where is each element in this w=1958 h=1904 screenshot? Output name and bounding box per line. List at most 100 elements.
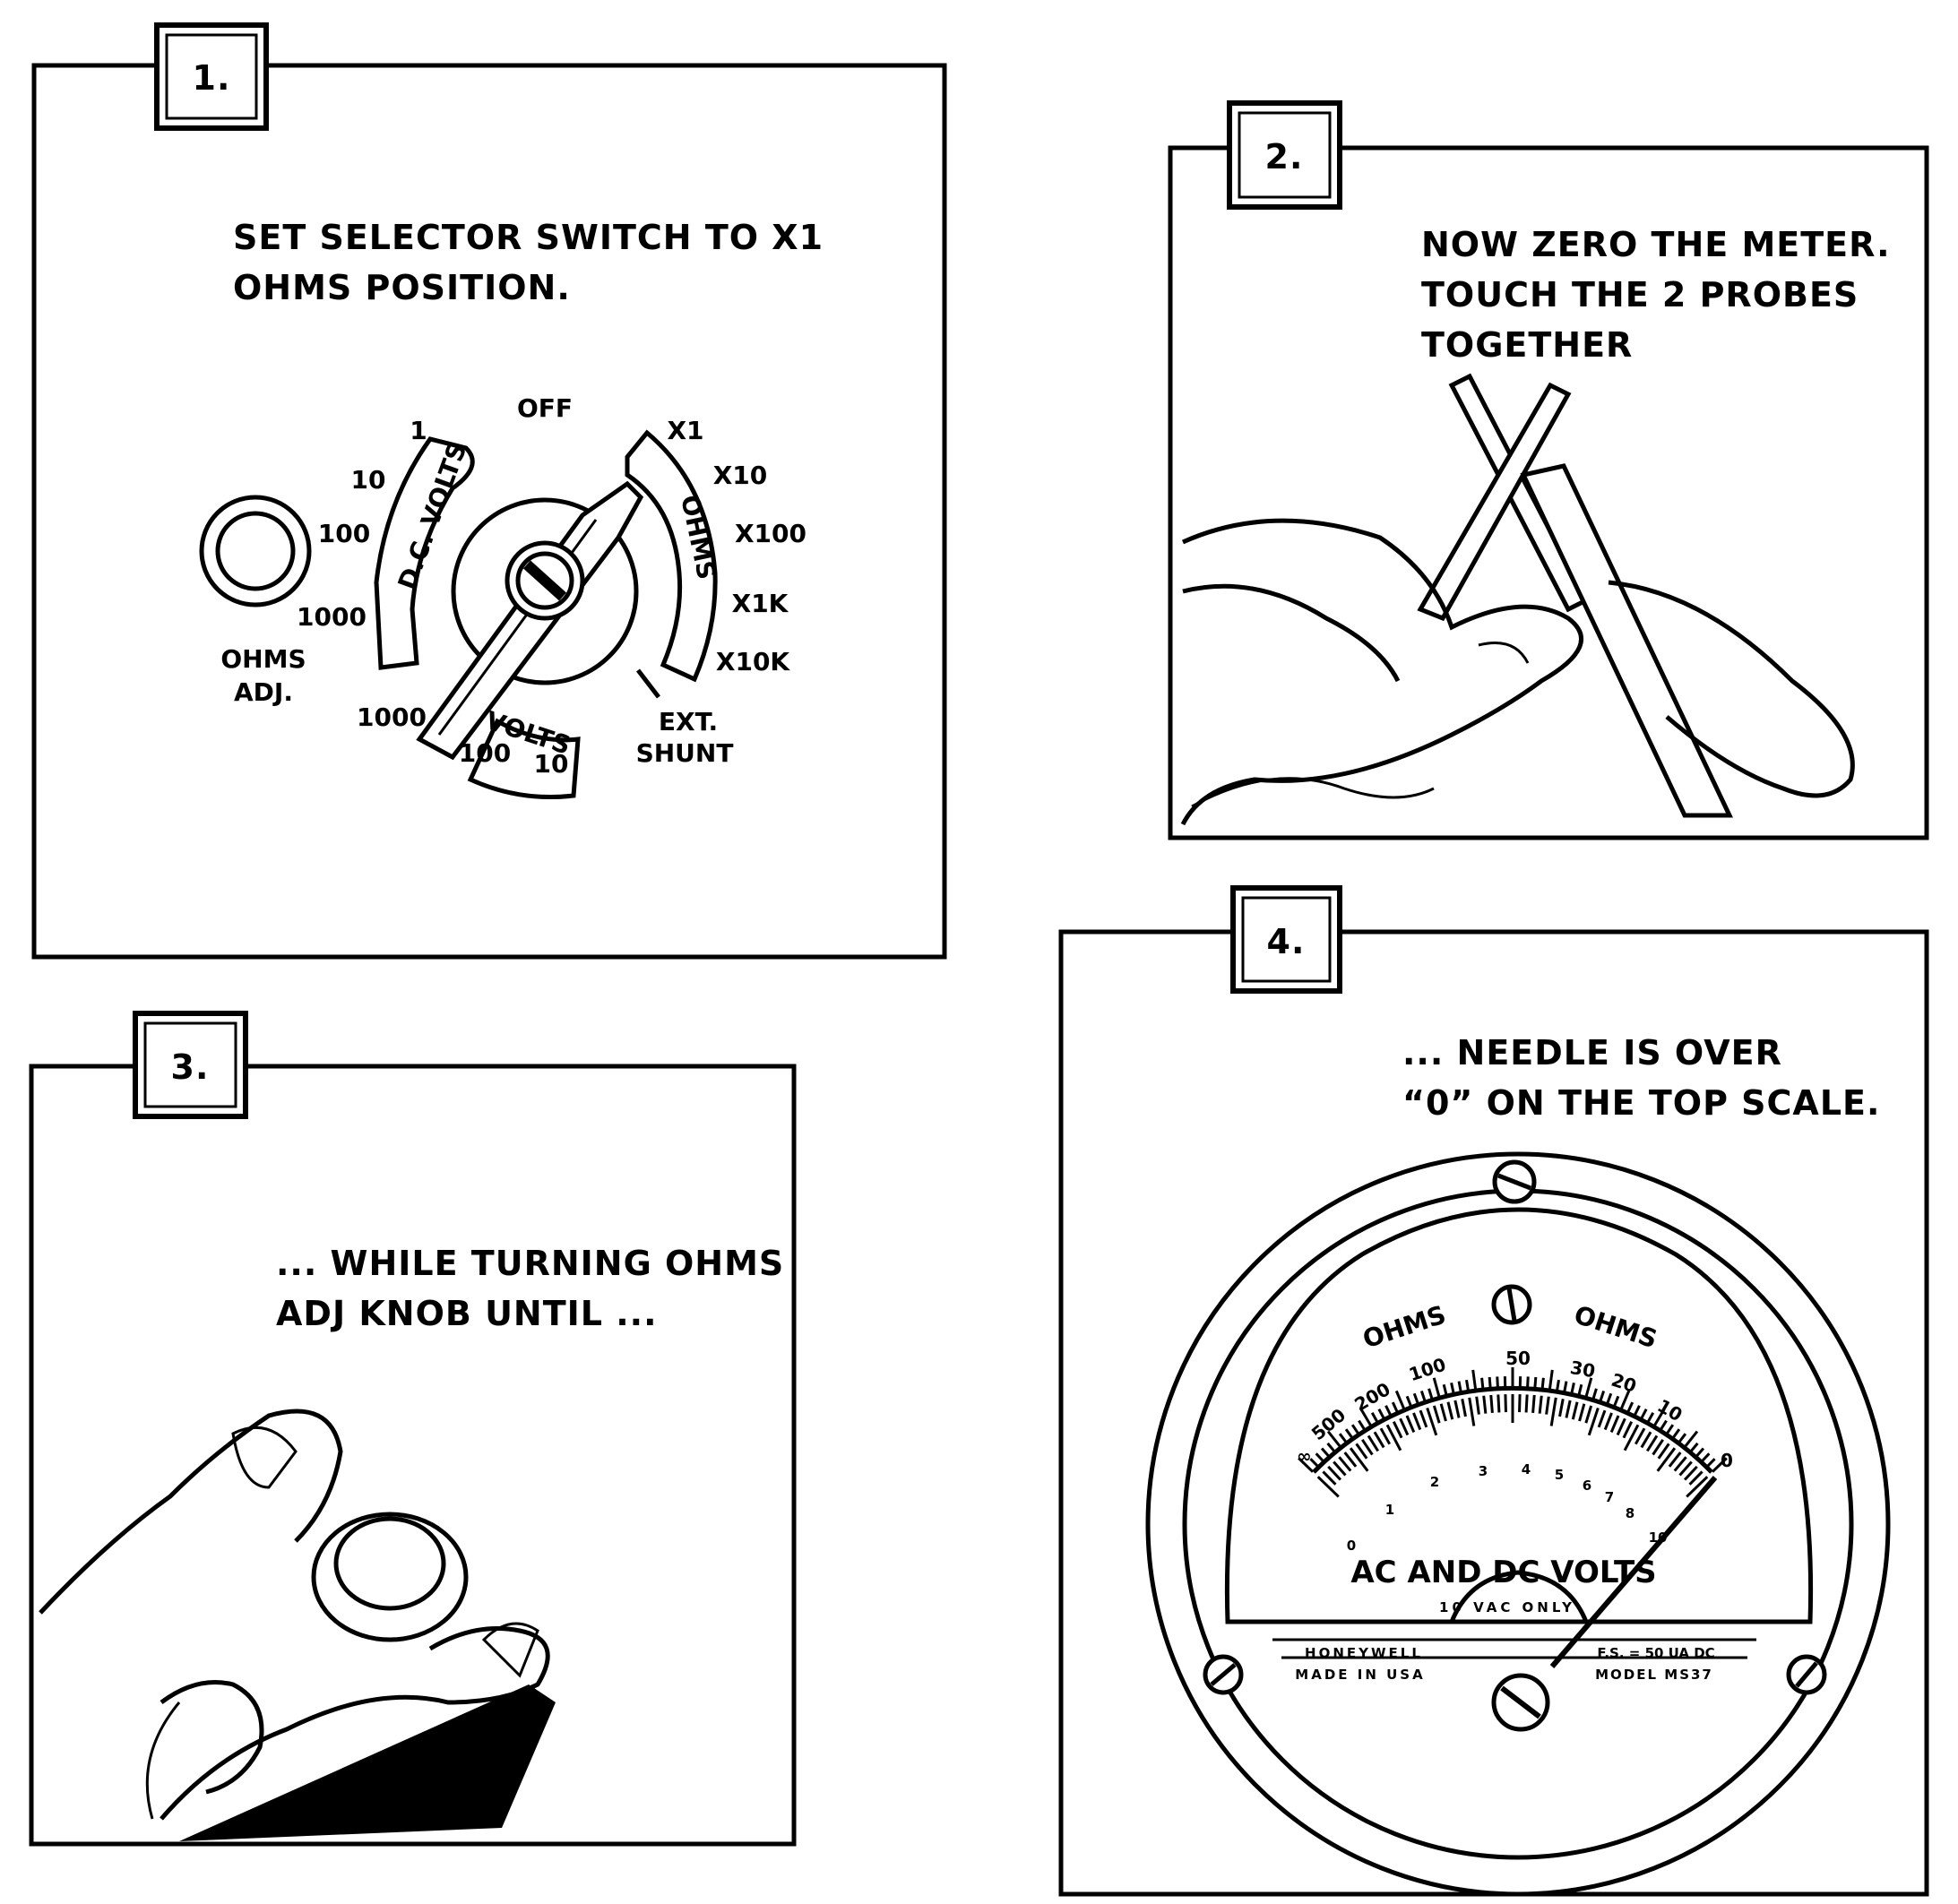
ohms-band-label: OHMS (675, 493, 721, 582)
volts-tick-0: 0 (1347, 1538, 1356, 1554)
volts-tick-mark (1678, 1460, 1693, 1477)
ohms-tick-mark (1671, 1428, 1681, 1439)
panel-1-frame (31, 63, 947, 960)
panel-4-text-line-2: “0” ON THE TOP SCALE. (1402, 1083, 1880, 1123)
step-number-4: 4. (1267, 922, 1306, 961)
volts-tick-mark (1379, 1427, 1392, 1445)
ohms-adj-knob (199, 495, 312, 607)
ohms-band (625, 429, 718, 683)
ohms-tick-mark (1488, 1376, 1492, 1389)
panel-2-text-line-1: NOW ZERO THE METER. (1421, 225, 1891, 264)
screw-icon (1786, 1654, 1827, 1695)
ohms-tick-mark (1619, 1390, 1631, 1410)
panel-3-frame (29, 1064, 797, 1847)
step-number-2: 2. (1265, 137, 1304, 177)
meter-origin: MADE IN USA (1295, 1667, 1425, 1683)
ohms-tick-mark (1480, 1377, 1485, 1389)
panel-3-text-line-1: ... WHILE TURNING OHMS (276, 1244, 784, 1283)
probe-right (1417, 382, 1572, 622)
volts-tick-mark (1361, 1439, 1374, 1456)
ohms-tick-mark (1350, 1424, 1360, 1435)
volts-tick-mark (1489, 1394, 1494, 1414)
meter-title: AC AND DC VOLTS (1350, 1555, 1656, 1590)
ohms-tick-mark (1613, 1395, 1620, 1408)
ohms-tick-mark (1548, 1369, 1554, 1390)
selector-knob (451, 497, 639, 685)
volts-tick-mark (1482, 1395, 1488, 1414)
volts-tick-3: 3 (1479, 1463, 1488, 1479)
volts-tick-mark (1673, 1456, 1687, 1472)
ohms-tick-mark (1412, 1392, 1419, 1405)
volts-tick-mark (1686, 1476, 1709, 1498)
hands-touching-probes-illustration (1180, 373, 1855, 826)
panel-1-text-line-1: SET SELECTOR SWITCH TO X1 (233, 218, 824, 257)
step-tab-2 (1227, 100, 1342, 210)
volts-tick-mark (1432, 1405, 1441, 1424)
ac-range-10: 10 (534, 749, 569, 779)
volts-tick-mark (1597, 1409, 1607, 1428)
ohms-tick-mark (1377, 1408, 1385, 1419)
ohms-tick-mark (1706, 1458, 1716, 1468)
ohms-tick-mark (1591, 1388, 1598, 1400)
ohms-tick-infinity: ∞ (1297, 1445, 1312, 1467)
panel-4-text-line-1: ... NEEDLE IS OVER (1402, 1033, 1782, 1073)
ohms-tick-mark (1584, 1377, 1593, 1398)
meter-scale-arc (1312, 1385, 1713, 1474)
ohms-tick-mark (1540, 1377, 1545, 1389)
ohms-tick-mark (1315, 1452, 1324, 1463)
ac-range-100: 100 (459, 738, 511, 768)
ohms-tick-mark (1689, 1442, 1699, 1453)
ohms-adj-label-line-2: ADJ. (234, 677, 293, 707)
needle-pivot (1449, 1570, 1589, 1623)
panel-1: 1. SET SELECTOR SWITCH TO X1 OHMS POSITI… (31, 22, 947, 960)
ohms-adj-knob-closeup (311, 1512, 469, 1642)
volts-tick-mark (1524, 1394, 1529, 1413)
meter-maker: HONEYWELL (1305, 1645, 1423, 1661)
meter-needle (1549, 1476, 1718, 1668)
ohms-tick-mark (1309, 1458, 1319, 1468)
ohms-tick-mark (1640, 1408, 1648, 1419)
volts-tick-mark (1668, 1452, 1682, 1468)
zero-adjust-screw-icon[interactable] (1491, 1284, 1532, 1325)
dc-range-1: 1 (410, 416, 427, 445)
ohms-tick-mark (1384, 1405, 1393, 1417)
volts-tick-mark (1316, 1476, 1340, 1498)
ohms-tick-mark (1358, 1419, 1367, 1431)
ohms-tick-mark (1526, 1376, 1530, 1388)
volts-tick-mark (1657, 1443, 1670, 1460)
step-tab-4 (1230, 885, 1342, 994)
volts-tick-mark (1549, 1397, 1557, 1426)
volts-tick-mark (1333, 1460, 1347, 1477)
volts-tick-mark (1349, 1447, 1369, 1472)
ohms-tick-mark (1577, 1383, 1583, 1396)
volts-tick-mark (1640, 1431, 1652, 1449)
dc-range-100: 100 (318, 519, 370, 548)
volts-tick-mark (1355, 1443, 1368, 1460)
volts-tick-mark (1565, 1400, 1572, 1418)
volts-tick-mark (1683, 1465, 1698, 1481)
meter-face (1224, 1207, 1814, 1624)
ohms-tick-mark (1405, 1395, 1412, 1408)
ohms-tick-mark (1646, 1412, 1655, 1423)
volts-band (467, 718, 581, 799)
ohms-tick-mark (1359, 1408, 1373, 1427)
ohms-tick-mark (1394, 1390, 1406, 1410)
ohms-tick-mark (1659, 1419, 1668, 1431)
volts-tick-mark (1688, 1470, 1704, 1486)
volts-tick-mark (1504, 1394, 1507, 1413)
volts-tick-mark (1538, 1395, 1543, 1414)
meter-model: MODEL MS37 (1595, 1667, 1713, 1683)
ext-shunt-line-2: SHUNT (636, 738, 734, 768)
ohms-tick-mark (1428, 1388, 1434, 1400)
meter-bezel (1145, 1151, 1891, 1897)
volts-tick-mark (1327, 1465, 1342, 1481)
ohms-tick-mark (1338, 1433, 1348, 1443)
ohms-tick-mark (1665, 1424, 1675, 1435)
ohms-tick-mark (1326, 1442, 1336, 1453)
ohms-tick-mark (1320, 1447, 1331, 1458)
volts-tick-mark (1468, 1397, 1476, 1426)
volts-tick-mark (1392, 1421, 1403, 1439)
volts-tick-mark (1322, 1470, 1337, 1486)
ohms-tick-mark (1326, 1430, 1341, 1448)
